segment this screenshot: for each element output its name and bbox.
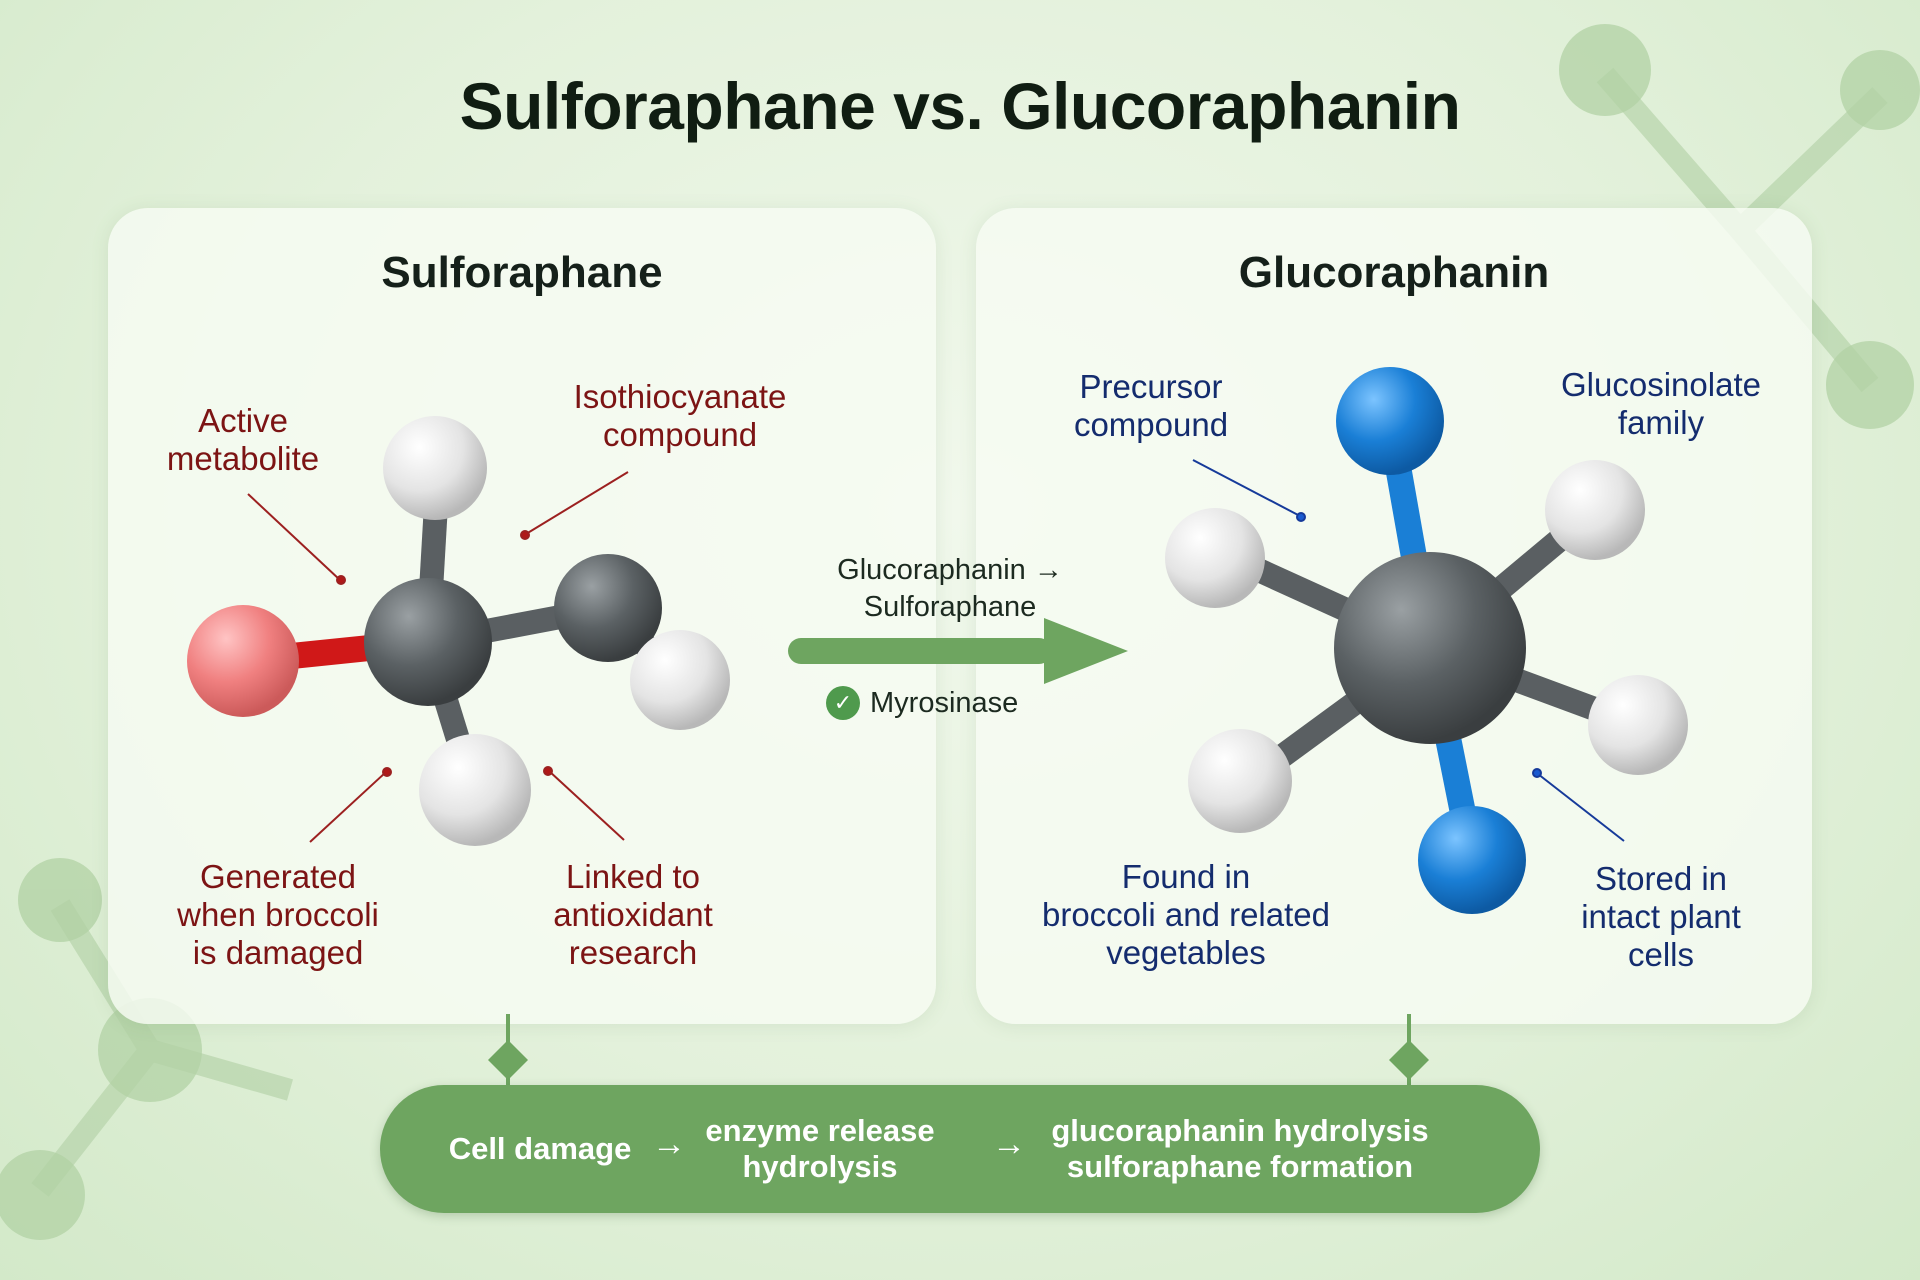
glucoraphanin-title: Glucoraphanin	[1238, 248, 1550, 297]
enzyme-label: Myrosinase	[870, 686, 1019, 719]
hydrogen-atom-lower-left	[1188, 729, 1292, 833]
oxygen-atom	[187, 605, 299, 717]
page-title: Sulforaphane vs. Glucoraphanin	[459, 69, 1461, 143]
nitrogen-atom-bottom	[1418, 806, 1526, 914]
arrow-right-icon: →	[652, 1125, 686, 1163]
leader-line	[1192, 459, 1301, 517]
nitrogen-atom-top	[1336, 367, 1444, 475]
enzyme-indicator: ✓ Myrosinase	[826, 683, 1018, 723]
sulforaphane-molecule	[187, 416, 730, 846]
sulforaphane-panel: Sulforaphane	[108, 208, 936, 1024]
callout-stored-in-cells: Stored in intact plant cells	[1581, 860, 1741, 973]
carbon-atom-secondary	[554, 554, 662, 662]
hydrogen-atom-upper-right	[1545, 460, 1645, 560]
leader-line	[1537, 773, 1625, 842]
process-step-sulforaphane-formation: glucoraphanin hydrolysis sulforaphane fo…	[1051, 1113, 1429, 1184]
hydrogen-atom-right	[630, 630, 730, 730]
leader-dot	[520, 530, 530, 540]
check-icon: ✓	[826, 686, 860, 720]
process-flow-bar: Cell damage → enzyme release hydrolysis …	[380, 1085, 1540, 1213]
carbon-atom-central	[364, 578, 492, 706]
leader-dot	[543, 766, 553, 776]
leader-line	[309, 771, 387, 843]
carbon-atom-center	[1334, 552, 1526, 744]
callout-found-in-broccoli: Found in broccoli and related vegetables	[1041, 858, 1330, 971]
callout-active-metabolite: Active metabolite	[166, 402, 320, 477]
hydrogen-atom-upper-left	[1165, 508, 1265, 608]
callout-isothiocyanate: Isothiocyanate compound	[573, 378, 787, 453]
callout-antioxidant-research: Linked to antioxidant research	[553, 858, 713, 971]
leader-dot	[336, 575, 346, 585]
leader-line	[548, 770, 625, 841]
callout-glucosinolate-family: Glucosinolate family	[1561, 366, 1761, 441]
conversion-label: Glucoraphanin → Sulforaphane	[837, 554, 1063, 623]
process-step-cell-damage: Cell damage	[448, 1131, 632, 1166]
glucoraphanin-molecule	[1165, 367, 1688, 914]
arrow-right-icon: →	[992, 1125, 1026, 1163]
leader-dot	[1296, 512, 1306, 522]
hydrogen-atom-bottom	[419, 734, 531, 846]
leader-dot	[1532, 768, 1542, 778]
leader-dot	[382, 767, 392, 777]
leader-line	[525, 471, 629, 535]
hydrogen-atom-lower-right	[1588, 675, 1688, 775]
leader-line	[247, 493, 341, 581]
conversion-arrow	[788, 618, 1128, 684]
process-step-enzyme-release: enzyme release hydrolysis	[705, 1113, 935, 1184]
glucoraphanin-panel: Glucoraphanin	[976, 208, 1812, 1024]
hydrogen-atom-top	[383, 416, 487, 520]
callout-precursor-compound: Precursor compound	[1073, 368, 1229, 443]
sulforaphane-title: Sulforaphane	[381, 248, 663, 297]
callout-generated-when-damaged: Generated when broccoli is damaged	[177, 858, 379, 971]
